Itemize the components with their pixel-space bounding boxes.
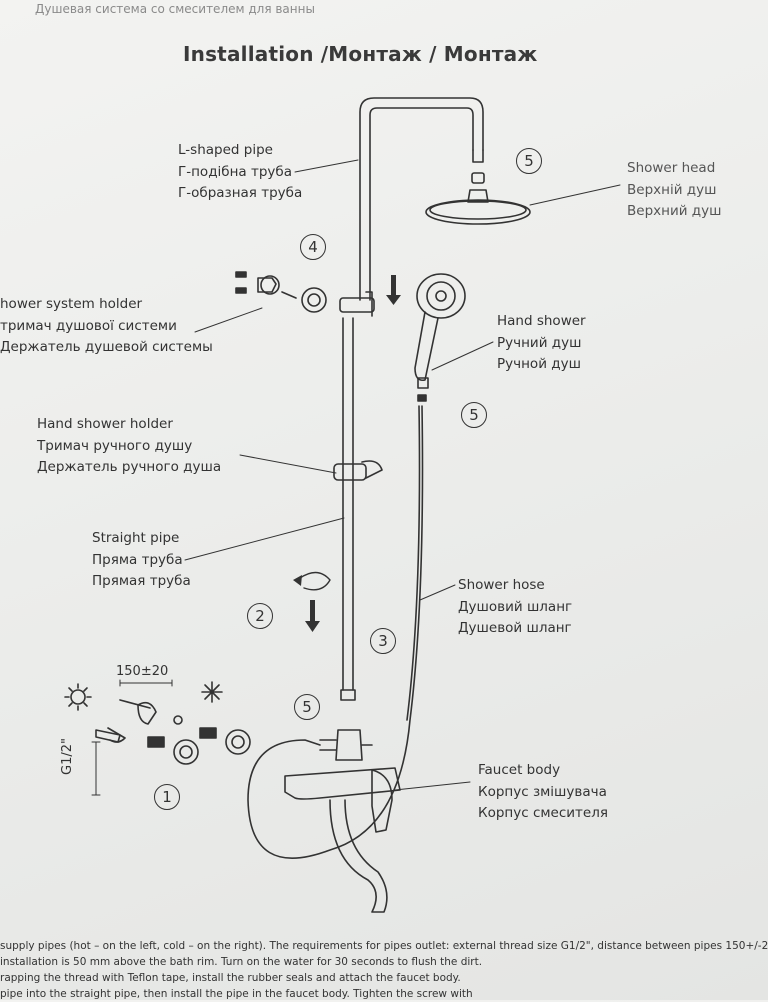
hand-shower-head [416, 273, 466, 319]
step-2: 2 [247, 603, 273, 629]
diverter [335, 729, 363, 761]
step-1: 1 [154, 784, 180, 810]
label-hand-shower: Hand shower Ручний душ Ручной душ [497, 313, 586, 372]
down-arrow-top [386, 275, 401, 305]
leader-faucet-body [394, 781, 471, 791]
label-l-shaped-pipe: L-shaped pipe Г-подібна труба Г-образная… [178, 142, 303, 201]
wall-fittings [64, 679, 251, 796]
leader-straight-pipe [184, 517, 345, 561]
shower-head-neck [467, 189, 489, 203]
label-shower-system-holder: hower system holder тримач душової систе… [0, 296, 213, 355]
faucet-lever [371, 769, 393, 833]
step-5-faucet: 5 [294, 694, 320, 720]
down-arrow-bottom [305, 600, 320, 632]
faucet-body [284, 767, 401, 800]
shower-hose [247, 405, 424, 859]
step-5-hand-shower: 5 [461, 402, 487, 428]
faucet-spout [329, 799, 388, 913]
leader-system-holder [194, 307, 263, 333]
installation-diagram [64, 97, 621, 913]
system-holder-clamp [339, 297, 375, 313]
dimension-spacing: 150±20 [116, 664, 169, 679]
leader-hand-shower [431, 341, 494, 371]
page-title: Installation /Монтаж / Монтаж [183, 42, 538, 66]
pipe-fitting [340, 689, 356, 701]
label-shower-hose: Shower hose Душовий шланг Душевой шланг [458, 577, 573, 636]
l-shaped-pipe [359, 97, 484, 301]
label-hand-shower-holder: Hand shower holder Тримач ручного душу Д… [37, 416, 222, 475]
system-holder-parts [235, 271, 327, 313]
header-text: Душевая система со смесителем для ванны [35, 2, 315, 16]
hand-shower-holder [333, 463, 367, 481]
step-3: 3 [370, 628, 396, 654]
straight-pipe [342, 317, 354, 691]
label-faucet-body: Faucet body Корпус змішувача Корпус смес… [478, 762, 608, 821]
pipe-nozzle [472, 149, 484, 163]
label-straight-pipe: Straight pipe Пряма труба Прямая труба [92, 530, 191, 589]
leader-shower-head [529, 184, 621, 206]
step-4: 4 [300, 234, 326, 260]
leader-hand-holder [239, 454, 337, 474]
leader-l-pipe [294, 159, 359, 173]
step-5-shower-head: 5 [516, 148, 542, 174]
instructions-text: supply pipes (hot – on the left, cold – … [0, 940, 768, 1000]
leader-shower-hose [419, 584, 456, 601]
rotate-arrow [299, 571, 331, 591]
hand-shower-handle [414, 311, 439, 382]
shower-head-connector [471, 172, 485, 184]
shower-head-disc [425, 199, 531, 225]
dimension-thread: G1/2" [60, 738, 75, 775]
label-shower-head: Shower head Верхній душ Верхний душ [627, 160, 722, 219]
